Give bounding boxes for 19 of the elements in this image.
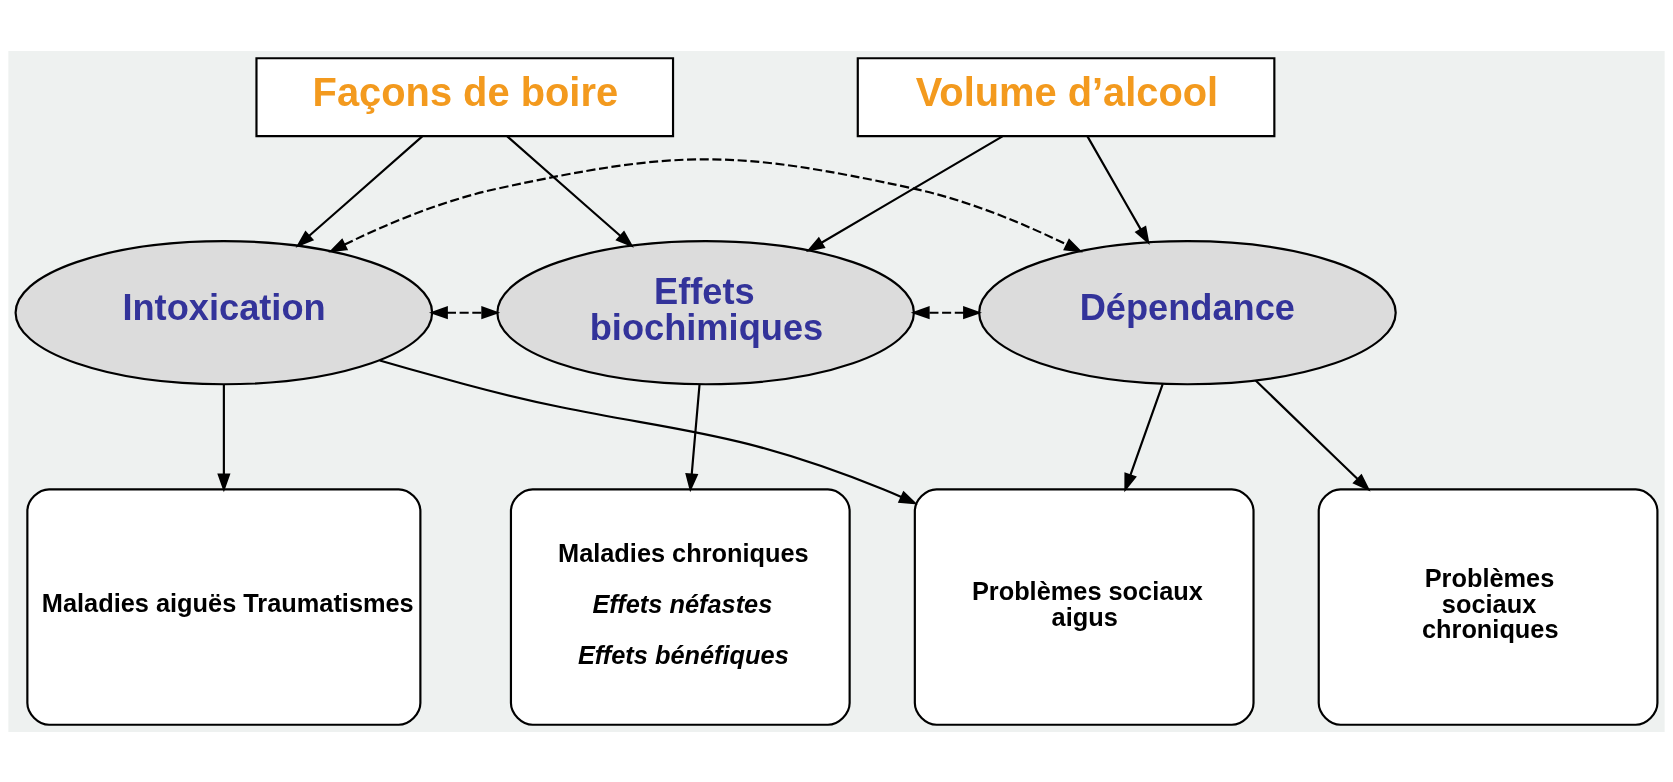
- node-box: Façons de boire: [255, 56, 675, 137]
- arrow: [685, 384, 701, 492]
- node-box: Maladies chroniques Effets néfastes Effets bénéfiques: [509, 487, 851, 726]
- arrow: [1086, 135, 1150, 245]
- node-box: Volume d’alcool: [856, 56, 1276, 137]
- arrow: [429, 305, 501, 319]
- arrow: [1124, 383, 1164, 492]
- arrow: [295, 135, 423, 248]
- node-box: Problèmes sociaux aigus: [913, 487, 1255, 726]
- arrow: [217, 384, 231, 492]
- arrow: [379, 359, 918, 505]
- arrow: [806, 134, 1003, 252]
- arrow: [1254, 379, 1371, 492]
- arrow: [910, 305, 982, 319]
- arrow: [506, 135, 634, 248]
- arrow: [328, 157, 1083, 253]
- node-box: Maladies aiguës Traumatismes: [26, 487, 422, 726]
- node-ellipse: Effets biochimiques: [496, 239, 915, 385]
- node-box: Problèmes sociaux chroniques: [1317, 487, 1659, 726]
